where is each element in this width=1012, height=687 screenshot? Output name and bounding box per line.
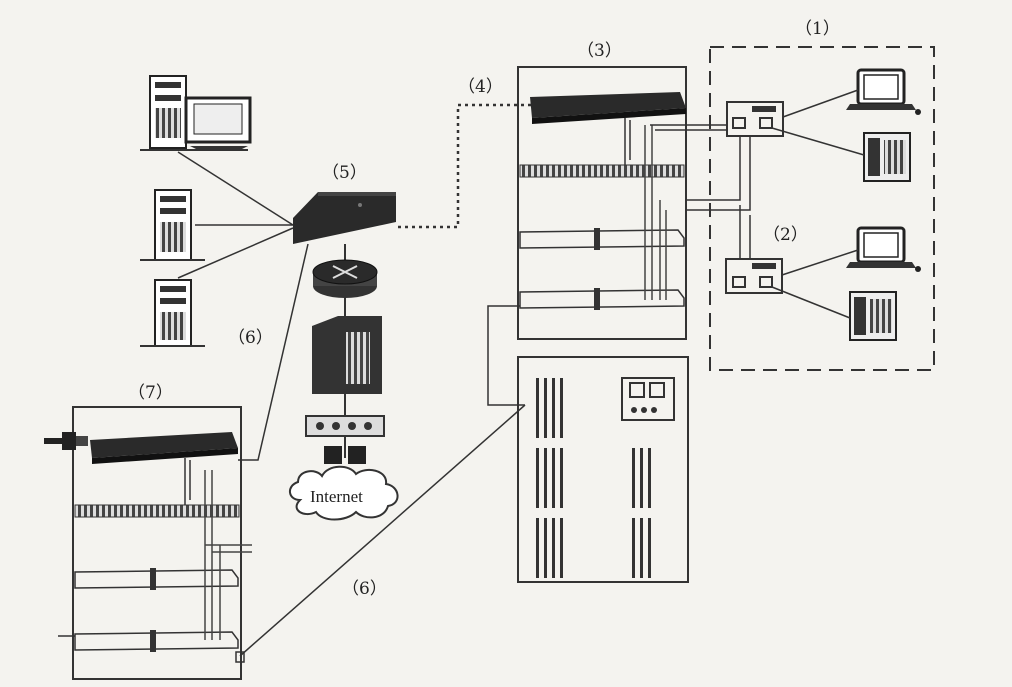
label-7: （7） [128, 383, 173, 403]
core-switch-5 [293, 192, 396, 244]
modem-icon [305, 415, 385, 437]
label-5: （5） [322, 163, 367, 183]
label-6-upper: （6） [228, 328, 273, 348]
internet-label: Internet [310, 487, 363, 506]
info-outlet-1 [726, 101, 784, 137]
desktop-computer-icon [140, 75, 252, 151]
telephone-icon-1 [863, 132, 911, 182]
laptop-icon-2 [846, 226, 921, 272]
server-tower-icon-1 [140, 189, 205, 261]
telephone-icon-2 [849, 291, 897, 341]
label-6-lower: （6） [342, 579, 387, 599]
internet-cloud-icon [289, 465, 399, 521]
server-tower-icon-2 [140, 279, 205, 347]
label-3: （3） [577, 41, 622, 61]
info-outlet-2 [725, 258, 783, 294]
backbone-cables-6 [238, 243, 526, 657]
label-4: （4） [458, 77, 503, 97]
work-area-cables [660, 89, 865, 319]
rack3-to-outlet-cables [650, 124, 727, 131]
rack3-to-cabinet-cable [487, 305, 525, 406]
work-area-dashed-box [709, 46, 935, 371]
router-icon [312, 259, 378, 298]
label-1: （1） [795, 19, 840, 39]
distribution-rack-7 [44, 406, 252, 680]
equipment-cabinet [517, 356, 689, 583]
fiber-link-4 [398, 103, 532, 229]
workstation-links [177, 151, 294, 279]
connector-blocks [324, 446, 366, 464]
telecom-rack-3 [517, 66, 687, 340]
label-2: （2） [763, 225, 808, 245]
laptop-icon-1 [846, 68, 921, 115]
firewall-icon [312, 316, 382, 394]
